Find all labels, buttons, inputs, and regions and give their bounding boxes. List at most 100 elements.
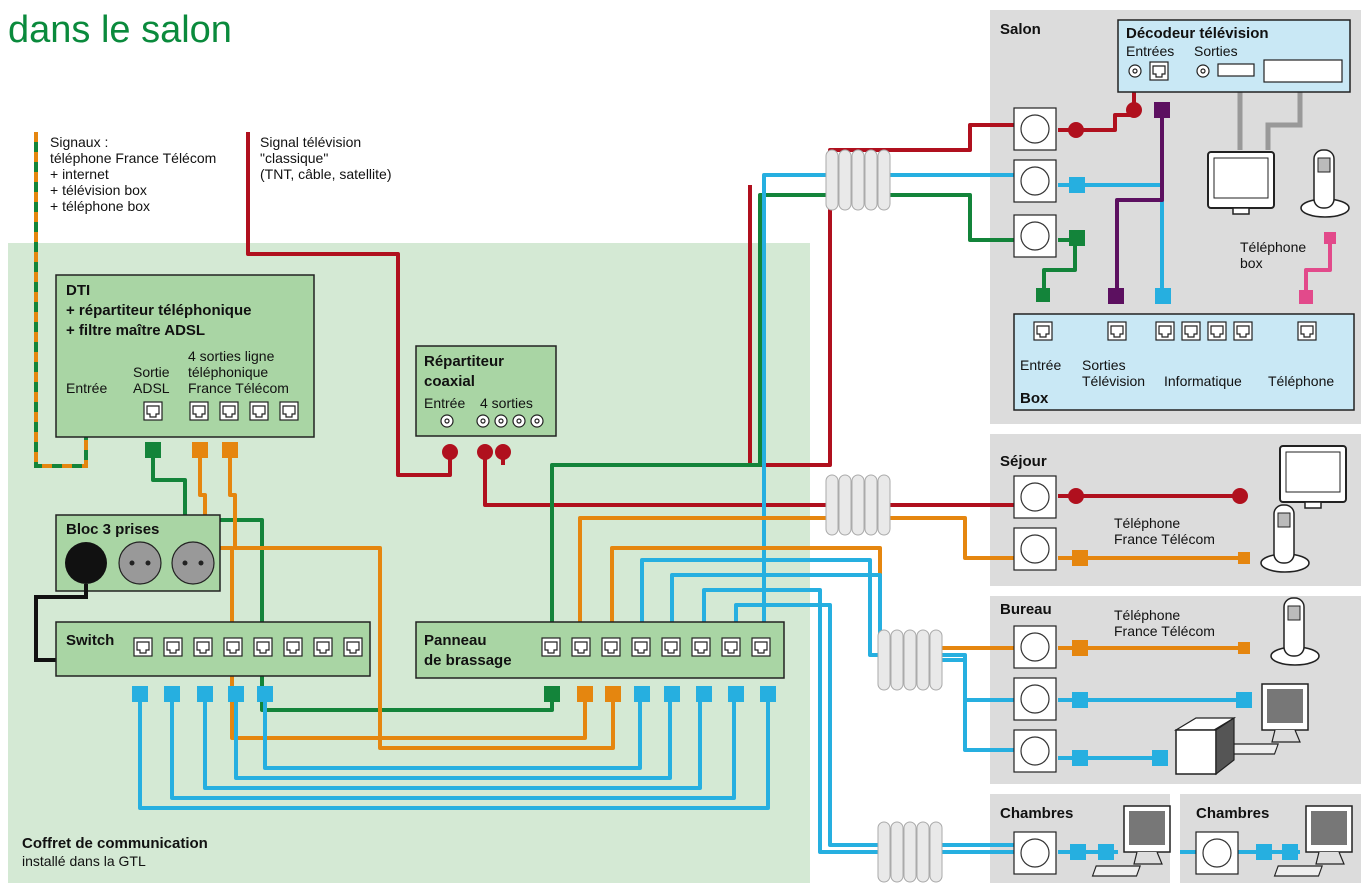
connector-head bbox=[1154, 102, 1170, 118]
power-strip-label: Bloc 3 prises bbox=[66, 521, 159, 538]
connector-head bbox=[1108, 288, 1124, 304]
tv-icon bbox=[1207, 151, 1275, 215]
connector-head bbox=[1072, 640, 1088, 656]
connector-head bbox=[1238, 642, 1250, 654]
coax-port-icon bbox=[1128, 64, 1142, 78]
coffret-title: Coffret de communication bbox=[22, 835, 208, 852]
wall-socket-icon bbox=[1013, 729, 1057, 773]
tv-signal-label: Signal télévision "classique" (TNT, câbl… bbox=[260, 134, 391, 182]
sejour-phone-label-2: France Télécom bbox=[1114, 531, 1215, 547]
cable-bundle-icon bbox=[825, 474, 891, 536]
cable-bundle-icon bbox=[825, 149, 891, 211]
connector-head bbox=[1299, 290, 1313, 304]
rj45-port-icon bbox=[223, 637, 243, 657]
dti-sorties-label-2: téléphonique bbox=[188, 364, 268, 380]
sejour-phone-label-1: Téléphone bbox=[1114, 515, 1180, 531]
dti-box: DTI + répartiteur téléphonique + filtre … bbox=[55, 274, 315, 438]
splitter-entree-label: Entrée bbox=[424, 395, 465, 411]
chambres2-label: Chambres bbox=[1196, 805, 1269, 822]
rj45-port-icon bbox=[313, 637, 333, 657]
rj45-port-icon bbox=[193, 637, 213, 657]
decoder-tv-cable-2 bbox=[1265, 90, 1303, 150]
box-phone-cable bbox=[1304, 240, 1332, 300]
dti-title-1: DTI bbox=[66, 282, 90, 299]
switch-to-panel-blue bbox=[138, 690, 770, 810]
rj45-port-icon bbox=[541, 637, 561, 657]
switch-box: Switch bbox=[55, 621, 371, 677]
hdmi-port-icon bbox=[1217, 63, 1255, 77]
salon-label: Salon bbox=[1000, 21, 1041, 38]
coax-port-icon bbox=[476, 414, 490, 428]
signals-line: + téléphone box bbox=[50, 198, 150, 214]
wall-socket-icon bbox=[1013, 107, 1057, 151]
connector-heads bbox=[132, 442, 776, 702]
connector-head bbox=[1068, 122, 1084, 138]
signals-label: Signaux : téléphone France Télécom + int… bbox=[50, 134, 216, 214]
incoming-signals-cable bbox=[34, 132, 88, 468]
rj45-port-icon bbox=[189, 401, 209, 421]
box-phone-label-1: Téléphone bbox=[1240, 239, 1306, 255]
tv-antenna-cable bbox=[246, 132, 452, 477]
wall-socket-icon bbox=[1013, 527, 1057, 571]
box-informatique-label: Informatique bbox=[1164, 373, 1242, 389]
connector-head bbox=[1072, 692, 1088, 708]
splitter-sorties-label: 4 sorties bbox=[480, 395, 533, 411]
connector-head bbox=[1072, 550, 1088, 566]
box-sorties-label-1: Sorties bbox=[1082, 357, 1126, 373]
box-sorties-label-2: Télévision bbox=[1082, 373, 1145, 389]
rj45-port-icon bbox=[691, 637, 711, 657]
connector-head bbox=[1070, 844, 1086, 860]
rj45-port-icon bbox=[661, 637, 681, 657]
coax-port-icon bbox=[494, 414, 508, 428]
printer-icon bbox=[1173, 716, 1237, 776]
dti-sorties-label-1: 4 sorties ligne bbox=[188, 348, 275, 364]
rj45-port-icon bbox=[1107, 321, 1127, 341]
signals-line: + télévision box bbox=[50, 182, 147, 198]
page-title: dans le salon bbox=[8, 9, 232, 51]
box-entree-label: Entrée bbox=[1020, 357, 1061, 373]
connector-head bbox=[1155, 288, 1171, 304]
coax-port-icon bbox=[1196, 64, 1210, 78]
connector-head bbox=[1069, 177, 1085, 193]
coax-port-icon bbox=[440, 414, 454, 428]
rj45-port-icon bbox=[1033, 321, 1053, 341]
tv-signal-line: "classique" bbox=[260, 150, 328, 166]
dti-sortie-label-2: ADSL bbox=[133, 380, 170, 396]
rj45-port-icon bbox=[143, 401, 163, 421]
decoder-entrees-label: Entrées bbox=[1126, 43, 1174, 59]
rj45-port-icon bbox=[1207, 321, 1227, 341]
patch-panel-label-1: Panneau bbox=[424, 632, 487, 649]
connector-head bbox=[1126, 102, 1142, 118]
power-strip-box: Bloc 3 prises bbox=[55, 514, 221, 592]
decoder-sorties-label: Sorties bbox=[1194, 43, 1238, 59]
connector-head bbox=[1068, 488, 1084, 504]
dti-entree-label: Entrée bbox=[66, 380, 107, 396]
sejour-label: Séjour bbox=[1000, 453, 1047, 470]
decoder-title: Décodeur télévision bbox=[1126, 25, 1269, 42]
rj45-port-icon bbox=[601, 637, 621, 657]
tv-signal-line: (TNT, câble, satellite) bbox=[260, 166, 391, 182]
internet-box: Entrée Sorties Télévision Informatique T… bbox=[1013, 313, 1355, 411]
signals-line: + internet bbox=[50, 166, 109, 182]
tv-icon bbox=[1279, 445, 1347, 509]
scart-port-icon bbox=[1263, 59, 1343, 83]
decoder-to-box-purple bbox=[1115, 105, 1164, 300]
wall-socket-icon bbox=[1013, 677, 1057, 721]
rj45-port-icon bbox=[1155, 321, 1175, 341]
panel-to-sejour-orange bbox=[578, 516, 1016, 637]
rj45-port-icon bbox=[571, 637, 591, 657]
power-cord bbox=[34, 584, 88, 662]
coax-splitter-box: Répartiteur coaxial Entrée 4 sorties bbox=[415, 345, 557, 437]
rj45-port-icon bbox=[279, 401, 299, 421]
switch-label: Switch bbox=[66, 632, 114, 649]
dti-title-2: + répartiteur téléphonique bbox=[66, 302, 251, 319]
cable-bundle-icon bbox=[877, 629, 943, 691]
wall-socket-icon bbox=[1013, 831, 1057, 875]
connector-head bbox=[1256, 844, 1272, 860]
splitter-title-2: coaxial bbox=[424, 373, 475, 390]
rj45-port-icon bbox=[219, 401, 239, 421]
dti-sortie-label-1: Sortie bbox=[133, 364, 170, 380]
rj45-port-icon bbox=[249, 401, 269, 421]
dti-sorties-label-3: France Télécom bbox=[188, 380, 289, 396]
